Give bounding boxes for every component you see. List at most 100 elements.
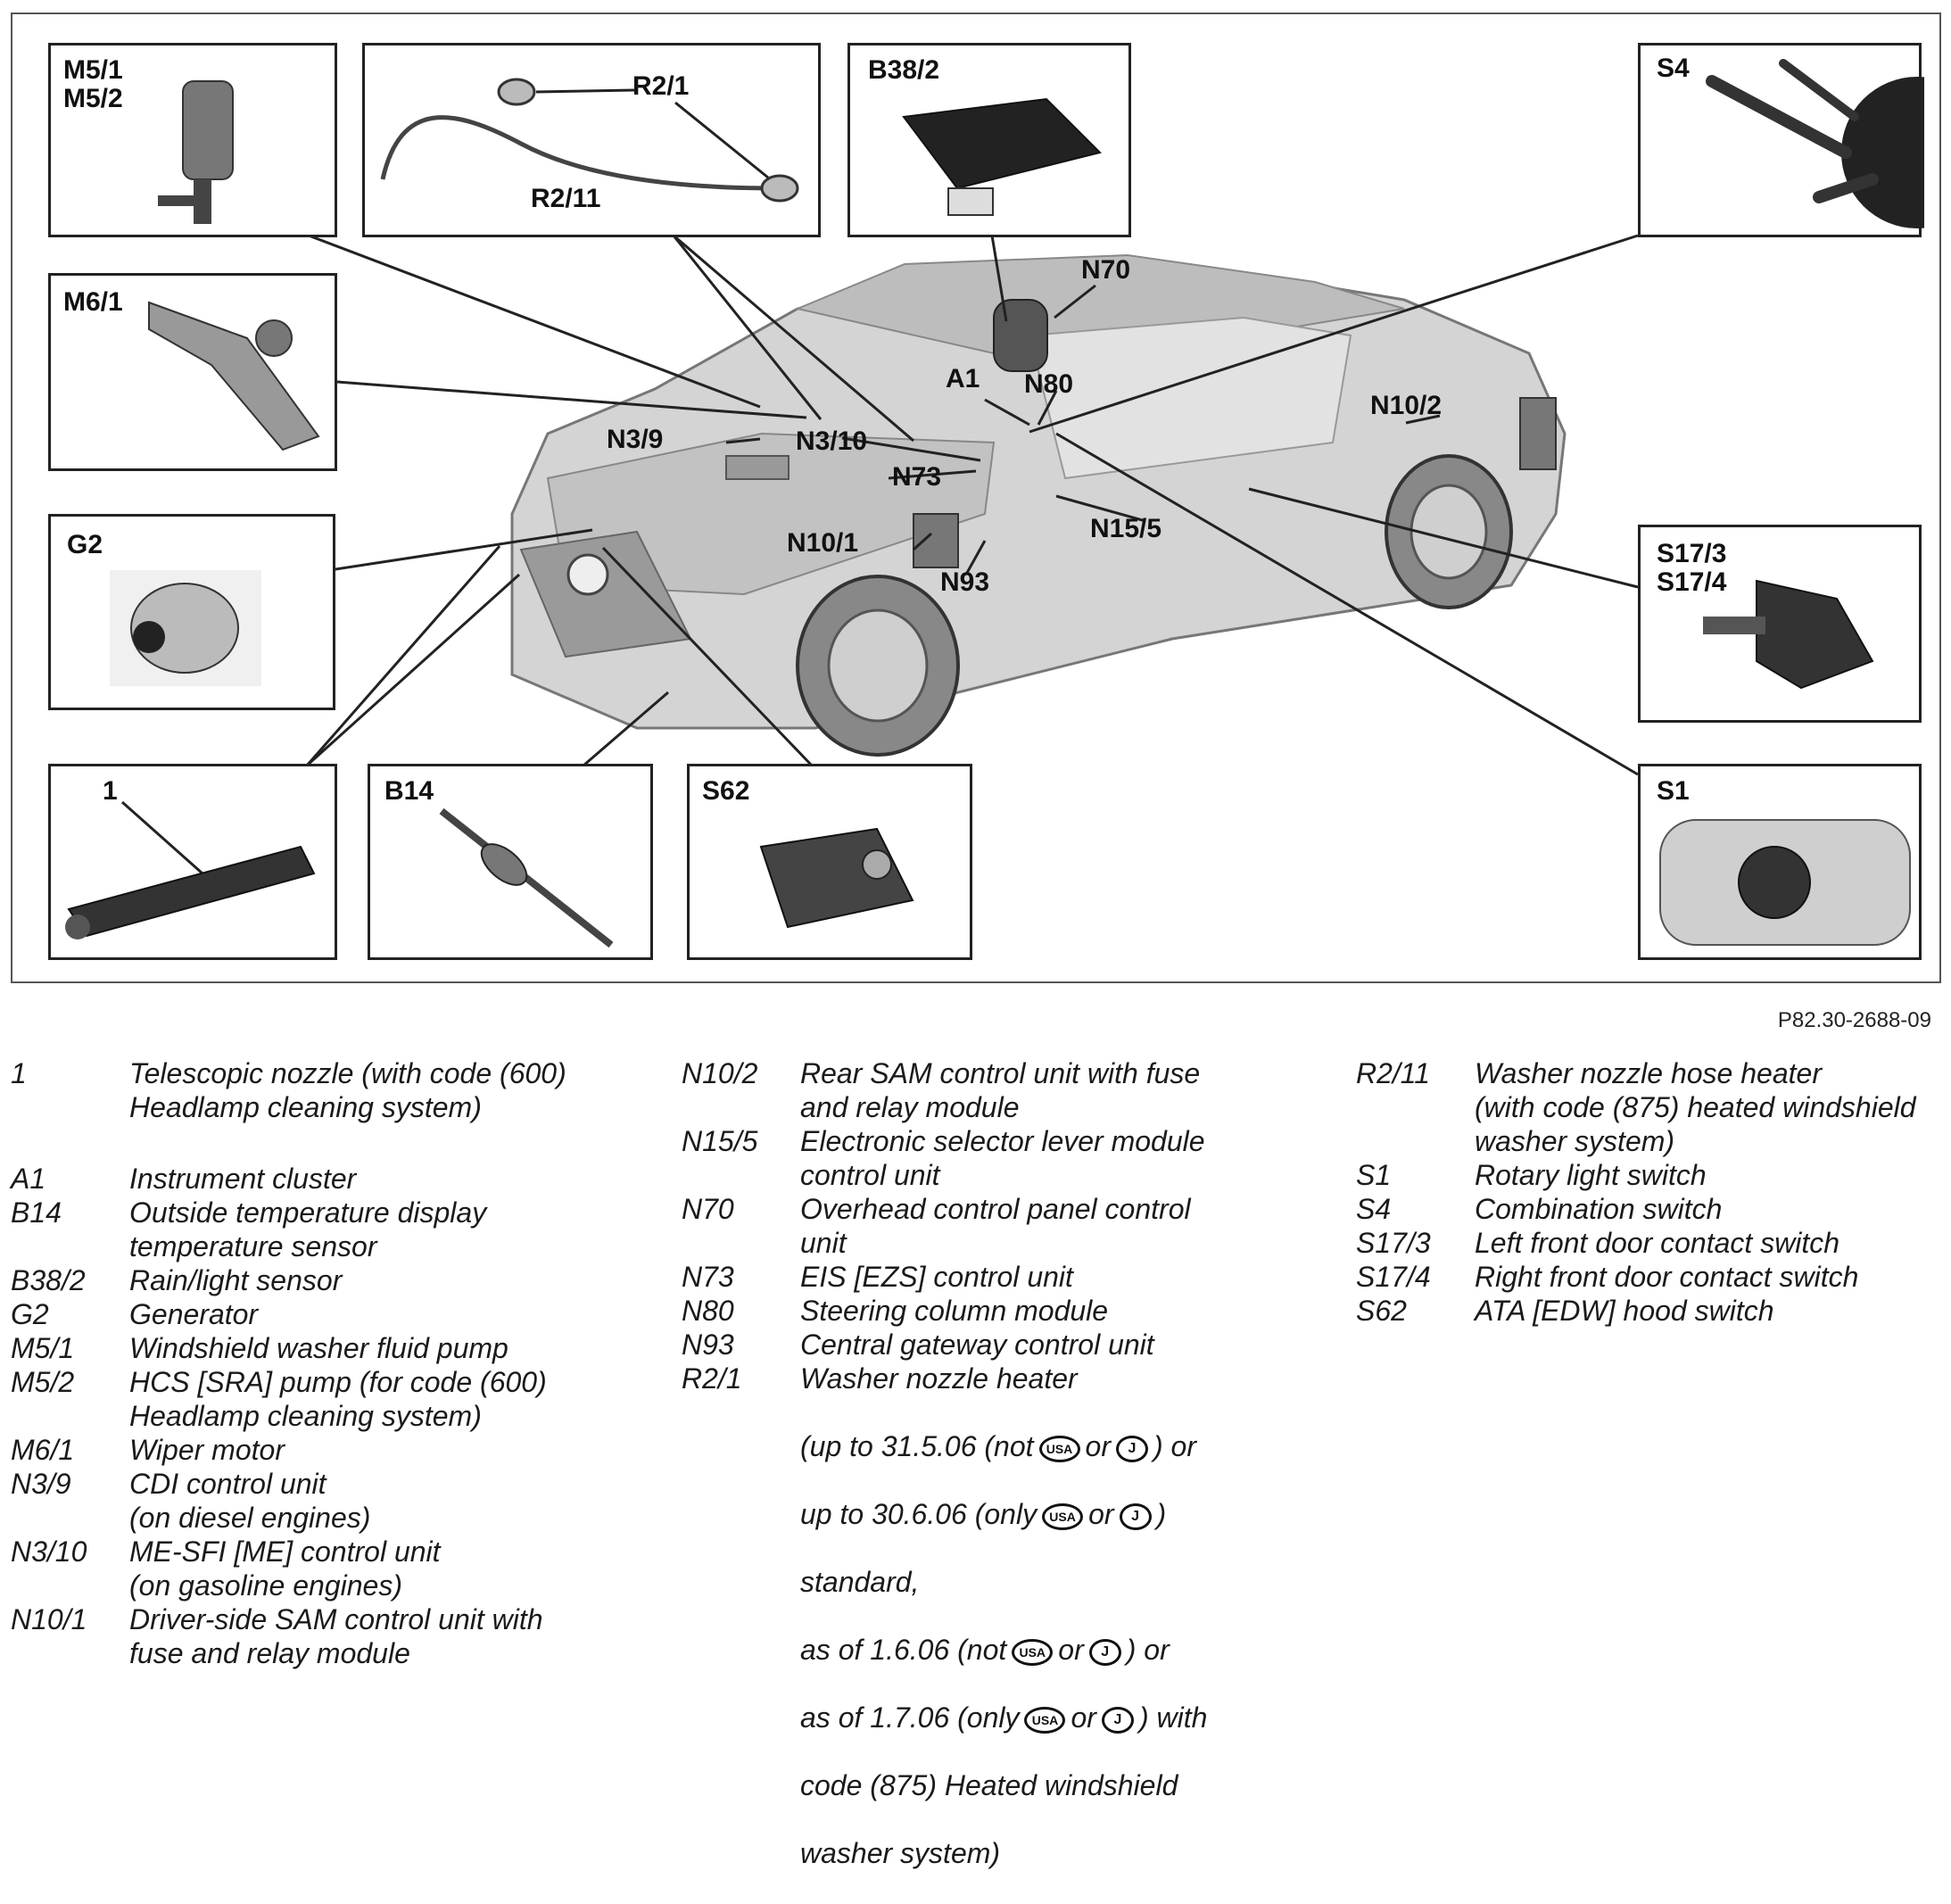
leader-line xyxy=(672,235,823,420)
panel-s62: S62 xyxy=(687,764,972,960)
callout-n73: N73 xyxy=(892,462,942,492)
callout-n80: N80 xyxy=(1024,369,1074,399)
panel-label: M5/1 M5/2 xyxy=(63,55,123,113)
leader-line xyxy=(673,234,914,443)
legend-description-line: Washer nozzle hose heater xyxy=(1475,1057,1822,1089)
car-icon xyxy=(510,253,1567,757)
legend-description-line: Headlamp cleaning system) xyxy=(129,1400,482,1432)
panel-b14: B14 xyxy=(368,764,653,960)
legend-code: M5/1 xyxy=(11,1332,75,1364)
legend-description-line: ATA [EDW] hood switch xyxy=(1475,1295,1774,1327)
legend-description: EIS [EZS] control unit xyxy=(800,1260,1342,1294)
telescopic-nozzle-icon xyxy=(65,800,316,940)
legend-code: R2/1 xyxy=(682,1362,742,1395)
leader-line xyxy=(335,528,593,571)
leader-line xyxy=(1054,284,1096,319)
leader-line xyxy=(305,545,501,766)
panel-m6: M6/1 xyxy=(48,273,337,471)
legend-description-line: (on gasoline engines) xyxy=(129,1569,402,1602)
panel-s1: S1 xyxy=(1638,764,1922,960)
leader-line xyxy=(305,573,521,767)
panel-label: S62 xyxy=(702,776,750,806)
leader-line xyxy=(1055,494,1146,523)
legend-item: N73 EIS [EZS] control unit xyxy=(682,1260,1342,1294)
legend-code: B38/2 xyxy=(11,1264,86,1296)
panel-label: B14 xyxy=(384,776,434,806)
legend-description-line: Generator xyxy=(129,1298,259,1330)
leader-line xyxy=(583,691,669,767)
panel-label: B38/2 xyxy=(868,55,940,85)
legend-code: N10/1 xyxy=(11,1603,87,1635)
legend-description: Central gateway control unit xyxy=(800,1328,1342,1362)
legend-description-line: fuse and relay module xyxy=(129,1637,410,1669)
leader-line xyxy=(601,546,814,767)
r21-text: as of 1.6.06 (not xyxy=(800,1634,1007,1666)
legend-description-line: Outside temperature display xyxy=(129,1196,487,1229)
legend-code: N15/5 xyxy=(682,1125,758,1157)
legend-description: Generator xyxy=(129,1297,671,1331)
legend-code: 1 xyxy=(11,1057,27,1089)
legend-description-line: Electronic selector lever module xyxy=(800,1125,1205,1157)
legend-code: M6/1 xyxy=(11,1434,75,1466)
legend-code: N73 xyxy=(682,1261,734,1293)
legend-code: M5/2 xyxy=(11,1366,75,1398)
j-badge-icon: J xyxy=(1115,1435,1148,1462)
panel-label-r2-1: R2/1 xyxy=(632,71,690,101)
r21-text: ) with xyxy=(1138,1701,1208,1734)
r21-text: or xyxy=(1058,1634,1084,1666)
panel-s17: S17/3 S17/4 xyxy=(1638,525,1922,723)
legend-description-line: Driver-side SAM control unit with xyxy=(129,1603,543,1635)
usa-badge-icon: USA xyxy=(1038,1435,1080,1462)
leader-line xyxy=(965,540,987,574)
legend-code: N93 xyxy=(682,1329,734,1361)
legend-description: ME-SFI [ME] control unit(on gasoline eng… xyxy=(129,1535,671,1602)
figure-id: P82.30-2688-09 xyxy=(1777,1008,1931,1032)
legend-description-line: Telescopic nozzle (with code (600) xyxy=(129,1057,566,1089)
r21-text: ) or xyxy=(1153,1430,1196,1462)
legend-item: N3/10 ME-SFI [ME] control unit(on gasolin… xyxy=(11,1535,671,1602)
r21-text: or xyxy=(1085,1430,1111,1462)
legend-description-line: Rear SAM control unit with fuse xyxy=(800,1057,1201,1089)
legend-description-line: (with code (875) heated windshield xyxy=(1475,1091,1916,1123)
callout-n93: N93 xyxy=(940,567,990,597)
legend-code: S17/3 xyxy=(1356,1227,1431,1259)
leader-line xyxy=(1037,390,1058,426)
r21-text: ) xyxy=(1156,1498,1167,1530)
r21-text: (up to 31.5.06 (not xyxy=(800,1430,1034,1462)
leader-lines xyxy=(305,234,1639,776)
legend-code: R2/11 xyxy=(1356,1057,1431,1089)
legend-description: ATA [EDW] hood switch xyxy=(1475,1294,1936,1328)
legend-code: S1 xyxy=(1356,1159,1392,1191)
legend-description-line: Combination switch xyxy=(1475,1193,1723,1225)
callout-n10-2: N10/2 xyxy=(1370,391,1443,420)
legend-column-3: R2/11 Washer nozzle hose heater(with code… xyxy=(1356,1056,1936,1328)
legend-description-line: Headlamp cleaning system) xyxy=(129,1091,482,1123)
legend-code: N3/10 xyxy=(11,1536,87,1568)
legend-description: Wiper motor xyxy=(129,1433,671,1467)
leader-line xyxy=(841,436,981,462)
combination-switch-icon xyxy=(1706,59,1924,228)
panel-b38: B38/2 xyxy=(847,43,1131,237)
panel-label-r2-11: R2/11 xyxy=(531,184,601,213)
legend-code: N80 xyxy=(682,1295,734,1327)
